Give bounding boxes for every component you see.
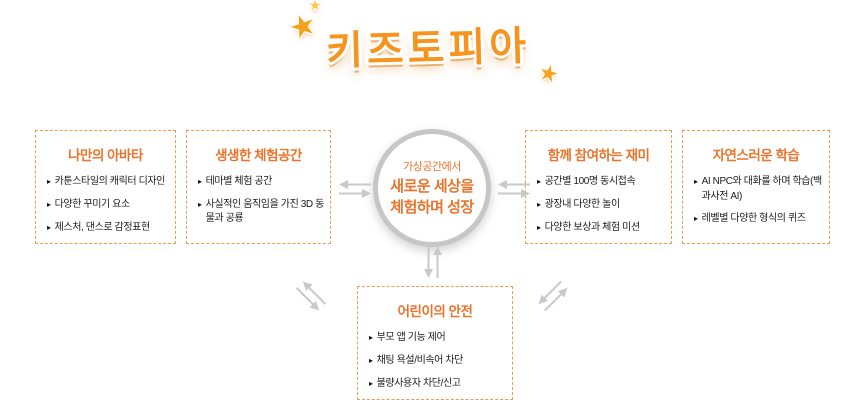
exchange-arrow-left-icon: [339, 180, 371, 198]
feature-item-text: 테마별 체험 공간: [205, 176, 273, 187]
feature-item-text: 다양한 꾸미기 요소: [54, 198, 131, 210]
bullet-icon: ▸: [47, 199, 51, 209]
feature-item: ▸다양한 꾸미기 요소: [47, 198, 169, 213]
center-line-1: 가상공간에서: [403, 161, 461, 174]
center-line-2: 새로운 세상을: [390, 178, 474, 196]
exchange-arrow-diagonal-right-icon: [538, 280, 568, 312]
bullet-icon: ▸: [369, 378, 373, 388]
bullet-icon: ▸: [198, 177, 202, 186]
star-icon: ★: [536, 58, 562, 88]
feature-box-child-safety: 어린이의 안전 ▸부모 앱 기능 제어 ▸채팅 욕설/비속어 차단 ▸불량사용자…: [357, 286, 513, 400]
bullet-icon: ▸: [537, 199, 541, 209]
center-line-3: 체험하며 성장: [390, 198, 474, 216]
feature-box-experience-space: 생생한 체험공간 ▸테마별 체험 공간 ▸사실적인 움직임을 가진 3D 동물과…: [186, 130, 331, 244]
feature-item-text: 채팅 욕설/비속어 차단: [376, 354, 464, 366]
feature-item-text: 광장내 다양한 놀이: [544, 198, 621, 210]
logo-text: 키즈토피아: [325, 24, 531, 74]
feature-item-list: ▸테마별 체험 공간 ▸사실적인 움직임을 가진 3D 동물과 공룡: [187, 175, 330, 227]
feature-item-list: ▸부모 앱 기능 제어 ▸채팅 욕설/비속어 차단 ▸불량사용자 차단/신고: [358, 331, 512, 391]
feature-box-together-fun: 함께 참여하는 재미 ▸공간별 100명 동시접속 ▸광장내 다양한 놀이 ▸다…: [525, 130, 672, 244]
feature-item: ▸부모 앱 기능 제어: [369, 331, 506, 346]
bullet-icon: ▸: [369, 333, 373, 342]
bullet-icon: ▸: [47, 177, 51, 186]
feature-item-list: ▸공간별 100명 동시접속 ▸광장내 다양한 놀이 ▸다양한 보상과 체험 미…: [526, 175, 671, 235]
feature-item-text: 공간별 100명 동시접속: [544, 176, 636, 187]
bullet-icon: ▸: [47, 222, 51, 232]
bullet-icon: ▸: [198, 199, 202, 209]
exchange-arrow-down-icon: [424, 246, 442, 278]
feature-item: ▸채팅 욕설/비속어 차단: [369, 354, 506, 369]
feature-box-title: 어린이의 안전: [397, 304, 473, 319]
feature-box-title: 생생한 체험공간: [215, 148, 302, 163]
feature-item-text: 레벨별 다양한 형식의 퀴즈: [701, 213, 806, 224]
exchange-arrow-diagonal-left-icon: [295, 281, 327, 311]
feature-item-text: 카툰스타일의 캐릭터 디자인: [54, 176, 166, 187]
bullet-icon: ▸: [694, 177, 698, 186]
feature-item: ▸다양한 보상과 체험 미션: [537, 221, 665, 236]
feature-item: ▸공간별 100명 동시접속: [537, 175, 665, 190]
feature-item-text: 부모 앱 기능 제어: [376, 332, 446, 343]
bullet-icon: ▸: [694, 214, 698, 223]
feature-item-text: 사실적인 움직임을 가진 3D 동물과 공룡: [205, 198, 325, 225]
feature-item: ▸레벨별 다양한 형식의 퀴즈: [694, 212, 823, 227]
logo: ★ ★ 키즈토피아 ★: [0, 0, 856, 88]
feature-item-text: 다양한 보상과 체험 미션: [544, 221, 641, 233]
feature-item: ▸테마별 체험 공간: [198, 175, 324, 190]
bullet-icon: ▸: [537, 177, 541, 186]
feature-item-list: ▸카툰스타일의 캐릭터 디자인 ▸다양한 꾸미기 요소 ▸제스처, 댄스로 감정…: [36, 175, 175, 235]
feature-item: ▸제스처, 댄스로 감정표현: [47, 221, 169, 236]
feature-item-text: 불량사용자 차단/신고: [376, 377, 461, 389]
feature-item-text: 제스처, 댄스로 감정표현: [54, 221, 151, 233]
feature-item-list: ▸AI NPC와 대화를 하며 학습(백과사전 AI) ▸레벨별 다양한 형식의…: [683, 175, 829, 227]
bullet-icon: ▸: [369, 355, 373, 365]
feature-box-title: 나만의 아바타: [68, 148, 143, 163]
center-circle: 가상공간에서 새로운 세상을 체험하며 성장: [373, 129, 491, 247]
feature-box-avatar: 나만의 아바타 ▸카툰스타일의 캐릭터 디자인 ▸다양한 꾸미기 요소 ▸제스처…: [35, 130, 176, 244]
feature-item: ▸불량사용자 차단/신고: [369, 377, 506, 392]
logo-inner: ★ ★ 키즈토피아 ★: [285, 0, 562, 88]
feature-item: ▸광장내 다양한 놀이: [537, 198, 665, 213]
feature-box-title: 함께 참여하는 재미: [547, 148, 650, 163]
exchange-arrow-right-icon: [498, 180, 530, 198]
feature-box-title: 자연스러운 학습: [712, 148, 800, 163]
bullet-icon: ▸: [537, 222, 541, 232]
feature-item-text: AI NPC와 대화를 하며 학습(백과사전 AI): [701, 176, 823, 202]
star-small-icon: ★: [308, 0, 322, 14]
feature-item: ▸카툰스타일의 캐릭터 디자인: [47, 175, 169, 190]
feature-box-natural-learning: 자연스러운 학습 ▸AI NPC와 대화를 하며 학습(백과사전 AI) ▸레벨…: [682, 130, 830, 244]
feature-item: ▸사실적인 움직임을 가진 3D 동물과 공룡: [198, 198, 324, 227]
feature-item: ▸AI NPC와 대화를 하며 학습(백과사전 AI): [694, 175, 823, 204]
